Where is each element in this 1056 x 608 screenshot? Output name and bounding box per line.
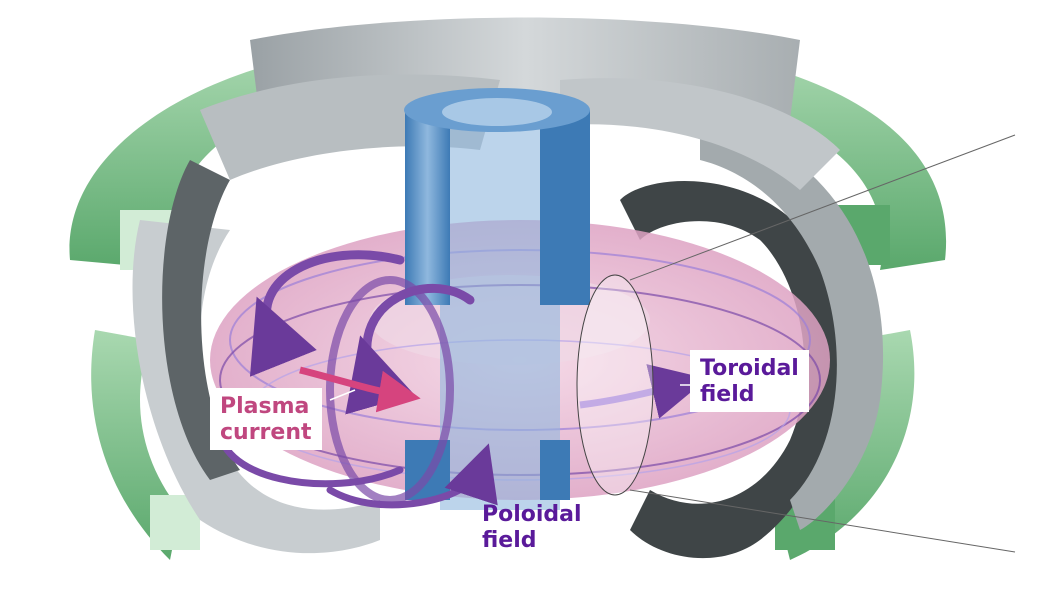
plasma-current-arrow (299, 366, 421, 413)
poloidal-arrow-1 (249, 250, 405, 377)
poloidal-ring (326, 276, 454, 504)
poloidal-field-label-line2: field (482, 528, 537, 553)
plasma-current-label-line2: current (220, 420, 312, 445)
central-solenoid (404, 88, 590, 510)
poloidal-field-arrows (216, 250, 498, 509)
tf-coil-top-right (560, 78, 840, 190)
tf-coil-left-dark (162, 160, 240, 480)
poloidal-loop-2 (326, 443, 498, 509)
plasma-current-label: Plasma current (210, 388, 322, 450)
cross-section-ellipse (576, 274, 654, 496)
solenoid-ring-2 (405, 185, 590, 245)
toroidal-field-label: Toroidal field (690, 350, 809, 412)
plasma-current-label-line1: Plasma (220, 394, 310, 419)
poloidal-field-label: Poloidal field (482, 502, 582, 554)
toroidal-field-label-line1: Toroidal (700, 356, 799, 381)
solenoid-ring-1 (404, 88, 590, 185)
poloidal-field-label-line1: Poloidal (482, 502, 582, 527)
toroidal-field-label-line2: field (700, 382, 755, 407)
toroidal-field-arrow (579, 364, 708, 419)
leader-line-top (629, 134, 1016, 281)
tf-coil-right-gray (700, 120, 884, 530)
poloidal-arrow-2 (345, 283, 475, 415)
solenoid-bottom-right (540, 440, 570, 500)
leader-line-bottom (629, 489, 1016, 553)
plasma-label-connector (329, 389, 356, 401)
tf-coil-right-dark (620, 180, 840, 559)
